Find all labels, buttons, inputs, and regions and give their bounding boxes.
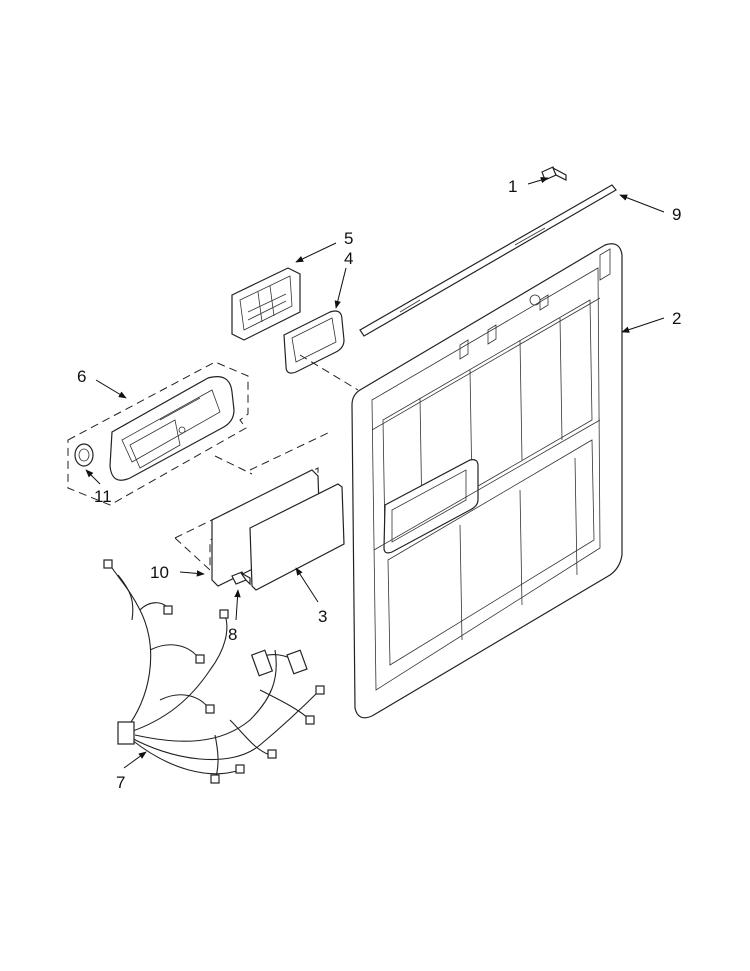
- callout-5: 5: [344, 229, 353, 248]
- knob-part-11: [74, 443, 94, 467]
- leader-5: [295, 242, 337, 263]
- vent-bracket-part-5: [231, 267, 301, 341]
- callout-3: 3: [318, 607, 327, 626]
- callout-6: 6: [77, 367, 86, 386]
- callout-9: 9: [672, 205, 681, 224]
- screw-part-1: [541, 166, 567, 181]
- leader-10: [179, 570, 205, 577]
- leader-2: [621, 317, 665, 333]
- leader-8: [234, 589, 241, 621]
- screw-part-8: [231, 571, 251, 586]
- callout-2: 2: [672, 309, 681, 328]
- gasket-part-4: [283, 310, 345, 374]
- wire-harness-part-7: [103, 559, 325, 784]
- dispenser-part-6: [109, 376, 235, 481]
- callout-11: 11: [94, 487, 112, 506]
- leader-1: [527, 177, 549, 185]
- dispenser-assembly-outline: [67, 361, 249, 506]
- leader-3: [295, 567, 319, 603]
- leader-6: [95, 379, 127, 399]
- leader-11: [85, 469, 101, 485]
- leader-4: [334, 267, 347, 309]
- leader-7: [123, 751, 147, 769]
- alignment-line-b: [249, 431, 331, 471]
- inner-door-panel: [351, 243, 623, 719]
- leader-9: [619, 194, 665, 213]
- callout-8: 8: [228, 625, 237, 644]
- alignment-line-a: [214, 455, 253, 475]
- alignment-line-c: [299, 354, 359, 391]
- callout-1: 1: [508, 177, 517, 196]
- top-trim-strip: [359, 184, 617, 337]
- callout-7: 7: [116, 773, 125, 792]
- callout-4: 4: [344, 249, 353, 268]
- callout-10: 10: [150, 563, 169, 582]
- board-cover-part-3: [249, 483, 345, 591]
